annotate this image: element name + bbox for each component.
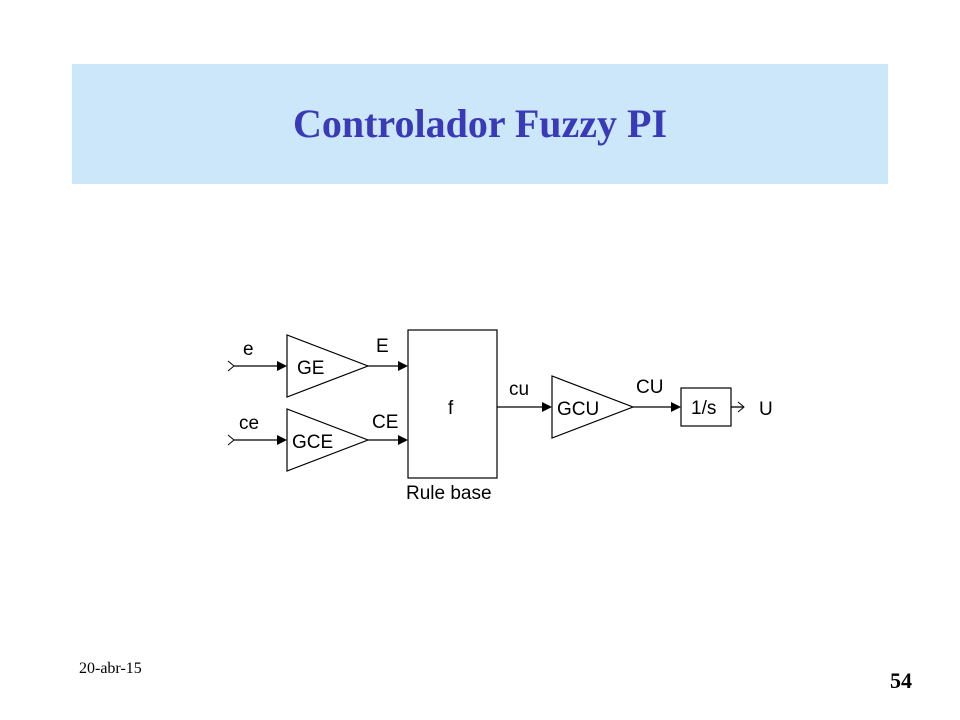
wire-CE (368, 435, 408, 445)
label-CE: CE (372, 412, 398, 433)
integrator-label: 1/s (691, 398, 716, 419)
title-band: Controlador Fuzzy PI (72, 64, 888, 184)
label-cu: cu (509, 379, 529, 400)
label-gcu: GCU (557, 399, 599, 420)
label-CU: CU (636, 377, 663, 398)
label-U: U (759, 399, 773, 420)
wire-E (368, 361, 408, 371)
input-port-ce (227, 434, 287, 446)
gain-block-gce (286, 408, 370, 472)
gain-block-ge (286, 334, 370, 398)
gain-block-gcu (551, 375, 635, 439)
label-gce: GCE (292, 432, 333, 453)
footer-date: 20-abr-15 (79, 660, 142, 677)
integrator-block (680, 387, 732, 427)
rule-base-block (407, 329, 498, 479)
label-ce: ce (239, 413, 259, 434)
page-number: 54 (890, 668, 912, 693)
wire-cu (497, 402, 552, 412)
slide-title: Controlador Fuzzy PI (292, 101, 668, 146)
rule-base-function: f (448, 398, 454, 419)
input-port-e (227, 360, 287, 372)
wire-CU (633, 402, 681, 412)
output-port-U (731, 401, 745, 413)
label-ge: GE (297, 358, 324, 379)
rule-base-caption: Rule base (406, 483, 492, 504)
label-e: e (243, 339, 254, 360)
label-E: E (376, 336, 389, 357)
